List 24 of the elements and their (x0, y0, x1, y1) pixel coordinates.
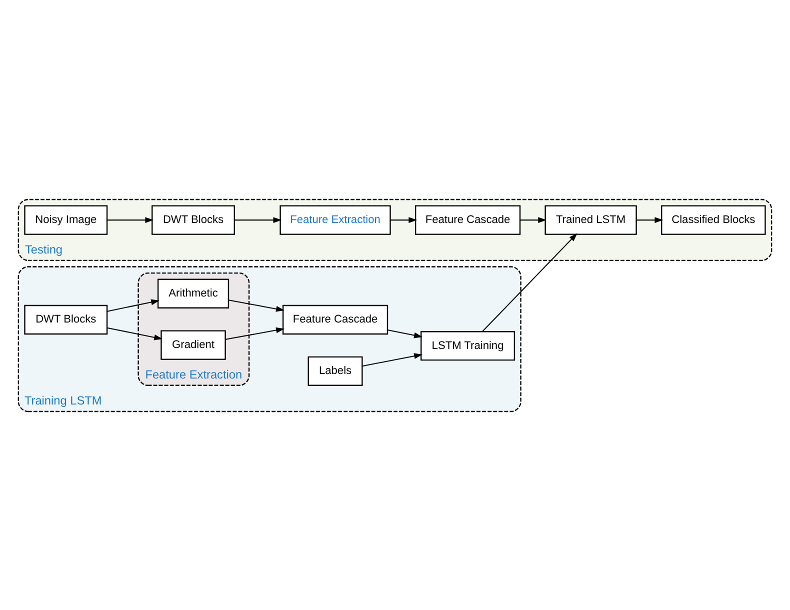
node-box: DWT Blocks (24, 304, 108, 334)
node-box: DWT Blocks (152, 204, 235, 234)
node-box: Arithmetic (157, 278, 230, 308)
node-box: LSTM Training (420, 330, 516, 360)
arrow (228, 299, 284, 312)
arrow (107, 326, 163, 340)
arrow (107, 298, 160, 312)
node-box: Feature Cascade (414, 204, 521, 234)
arrow (482, 232, 578, 332)
arrow (107, 216, 154, 222)
arrow (362, 352, 423, 366)
node-box: Noisy Image (24, 204, 108, 234)
arrow (388, 329, 422, 338)
node-box: Gradient (160, 330, 226, 360)
node-box: Trained LSTM (544, 204, 637, 234)
arrow (234, 216, 282, 222)
arrow (636, 216, 664, 222)
node-box: Feature Cascade (282, 304, 388, 334)
arrow (390, 216, 418, 222)
node-box: Feature Extraction (280, 204, 391, 234)
arrow (520, 216, 547, 222)
node-box: Classified Blocks (661, 204, 766, 234)
node-box: Labels (308, 356, 363, 386)
arrow (225, 326, 284, 340)
